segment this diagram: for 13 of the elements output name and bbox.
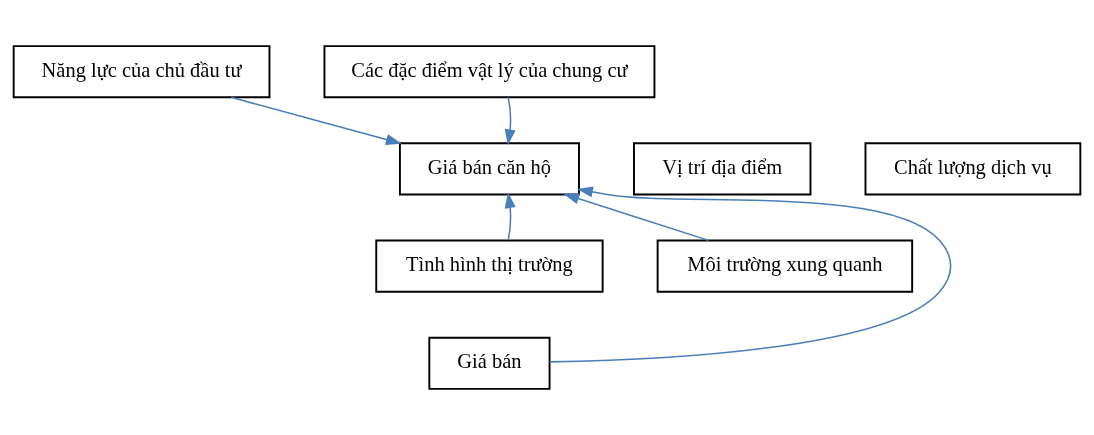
node-box: Môi trường xung quanh [656,239,914,293]
arrow [563,193,710,242]
node-box: Vị trí địa điểm [633,142,812,196]
arrow [548,186,952,363]
arrow [504,96,516,146]
node-box: Giá bán căn hộ [398,142,580,196]
node-box: Tình hình thị trường [375,239,604,293]
arrow [504,192,516,241]
node-box: Các đặc điểm vật lý của chung cư [323,45,656,99]
arrow [230,96,402,145]
node-box: Giá bán [428,336,551,390]
node-box: Chất lượng dịch vụ [864,142,1082,196]
node-box: Năng lực của chủ đầu tư [12,45,271,99]
